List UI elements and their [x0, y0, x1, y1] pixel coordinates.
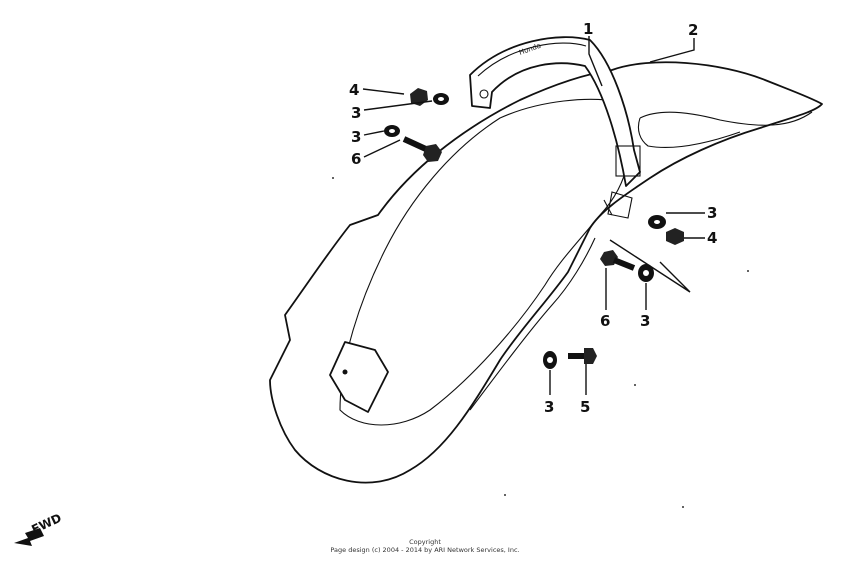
bolt-6-top	[402, 136, 442, 162]
callout-3-top-b: 3	[351, 128, 361, 146]
fwd-arrow-icon	[14, 528, 44, 546]
hardware-top-left	[384, 88, 449, 162]
callout-4-right: 4	[707, 229, 717, 247]
callout-1: 1	[583, 20, 593, 38]
screw-5-lower	[568, 348, 597, 364]
copyright-notice: Page design (c) 2004 - 2014 by ARI Netwo…	[330, 546, 520, 554]
hardware-lower	[543, 348, 597, 369]
callout-3-right: 3	[707, 204, 717, 222]
rear-fender	[269, 61, 823, 484]
callout-2: 2	[688, 21, 698, 39]
bolt-6-bottom	[600, 250, 636, 271]
callout-6-bottom: 6	[600, 312, 610, 330]
nut-4-right	[666, 228, 684, 245]
callout-3-bottom-right: 3	[640, 312, 650, 330]
callout-6-top: 6	[351, 150, 361, 168]
callout-3-lower: 3	[544, 398, 554, 416]
callout-5-lower: 5	[580, 398, 590, 416]
callout-4-top: 4	[349, 81, 359, 99]
scan-specks	[332, 177, 749, 508]
copyright-line: Copyright	[409, 538, 441, 546]
callout-numbers: 1 2 4 3 3 6 3 4 6 3 3 5	[349, 20, 717, 416]
hardware-right	[600, 215, 691, 293]
callout-3-top-a: 3	[351, 104, 361, 122]
leader-lines	[362, 36, 705, 395]
fwd-label: FWD	[29, 511, 63, 537]
